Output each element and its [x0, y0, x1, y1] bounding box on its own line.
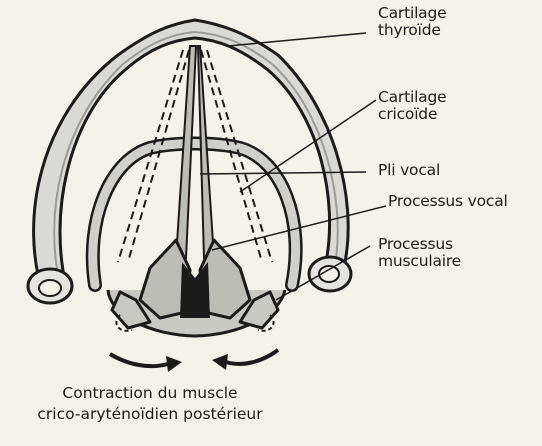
label-thyroid-cartilage: Cartilage thyroïde — [378, 5, 446, 39]
label-vocal-process-line-1: Processus vocal — [388, 193, 508, 210]
label-thyroid-line-1: Cartilage — [378, 5, 446, 22]
contraction-arrows — [110, 350, 278, 372]
label-cricoid-line-2: cricoïde — [378, 106, 446, 123]
arytenoid-cartilages — [112, 240, 278, 331]
figure-caption: Contraction du muscle crico-aryténoïdien… — [0, 383, 300, 425]
label-vocal-fold-line-1: Pli vocal — [378, 162, 440, 179]
label-muscular-process-line-2: musculaire — [378, 253, 461, 270]
caption-line-1: Contraction du muscle — [0, 383, 300, 404]
label-cricoid-line-1: Cartilage — [378, 89, 446, 106]
label-muscular-process-line-1: Processus — [378, 236, 461, 253]
label-vocal-fold: Pli vocal — [378, 162, 440, 179]
caption-line-2: crico-aryténoïdien postérieur — [0, 404, 300, 425]
label-muscular-process: Processus musculaire — [378, 236, 461, 270]
arrow-left — [110, 354, 168, 366]
label-vocal-process: Processus vocal — [388, 193, 508, 210]
label-cricoid-cartilage: Cartilage cricoïde — [378, 89, 446, 123]
arrow-right — [226, 350, 278, 364]
label-thyroid-line-2: thyroïde — [378, 22, 446, 39]
